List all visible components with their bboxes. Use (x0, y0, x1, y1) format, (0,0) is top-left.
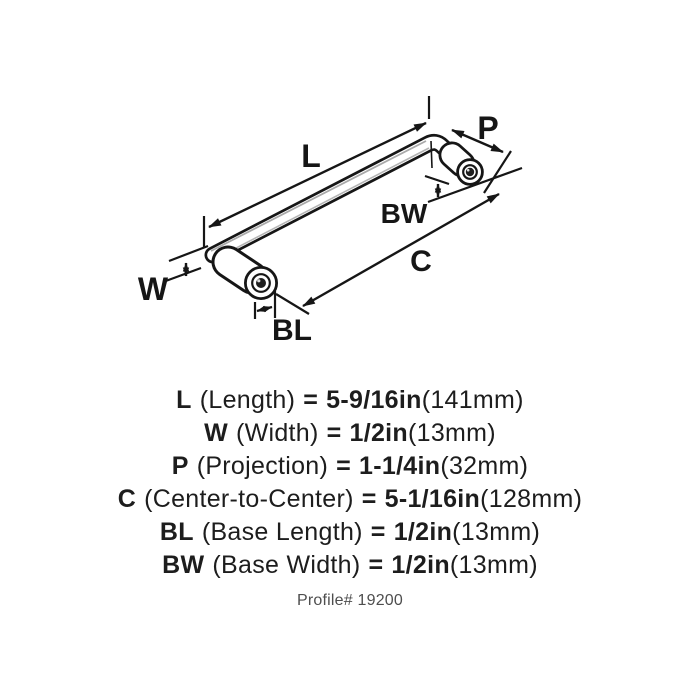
dim-W-ext-bottom (162, 266, 202, 284)
spec-symbol: BL (159, 518, 194, 546)
spec-value-group: 1/2in (13mm) (350, 417, 496, 450)
dim-BL-arrow (256, 305, 273, 313)
dim-P-ext (483, 150, 512, 194)
spec-equals: = (336, 452, 352, 480)
left-screw-hole (256, 278, 266, 288)
spec-metric-value: (32mm) (440, 452, 529, 480)
dim-center-to-center (275, 192, 500, 315)
spec-line: BL (Base Length) = 1/2in (13mm) (160, 516, 540, 549)
spec-metric-value: (13mm) (408, 419, 496, 447)
spec-line: C (Center-to-Center) = 5-1/16in (128mm) (118, 483, 583, 516)
left-post (211, 245, 278, 300)
dim-projection (451, 128, 512, 194)
spec-line: BW (Base Width) = 1/2in (13mm) (162, 549, 538, 582)
dim-base-length (253, 291, 277, 319)
left-screw-glint (257, 279, 261, 283)
pull-handle (204, 133, 484, 300)
spec-equals: = (370, 518, 386, 546)
spec-equals: = (326, 419, 342, 447)
spec-symbol: L (176, 386, 192, 414)
spec-imperial-value: 1/2in (391, 551, 450, 579)
spec-description: (Length) (199, 386, 296, 414)
dim-W-ext-top (168, 244, 209, 263)
spec-value-group: 5-9/16in (141mm) (326, 384, 524, 417)
spec-metric-value: (13mm) (449, 551, 538, 579)
spec-line: W (Width) = 1/2in (13mm) (204, 417, 496, 450)
spec-metric-value: (128mm) (480, 485, 583, 513)
spec-imperial-value: 1/2in (349, 419, 409, 447)
spec-symbol: P (171, 452, 189, 480)
spec-imperial-value: 5-9/16in (326, 386, 422, 414)
spec-symbol: BW (162, 551, 205, 579)
profile-number: Profile# 19200 (297, 592, 403, 609)
dim-L-line (208, 121, 427, 229)
spec-symbol: W (204, 419, 228, 447)
right-post (438, 141, 484, 186)
dim-BW-ext-top (424, 174, 450, 186)
spec-symbol: C (117, 485, 137, 513)
spec-metric-value: (141mm) (421, 386, 524, 414)
spec-description: (Center-to-Center) (144, 485, 354, 513)
dim-length (202, 96, 431, 247)
dim-C-line (302, 192, 500, 308)
spec-imperial-value: 5-1/16in (384, 485, 481, 513)
corner-crease (430, 140, 433, 169)
dimension-labels: L P BW C W BL (138, 110, 499, 347)
spec-metric-value: (13mm) (452, 518, 541, 546)
dim-P-line (451, 128, 504, 154)
spec-imperial-value: 1/2in (393, 518, 453, 546)
spec-description: (Width) (235, 419, 319, 447)
spec-description: (Base Width) (212, 551, 361, 579)
spec-description: (Projection) (196, 452, 329, 480)
spec-line: P (Projection) = 1-1/4in (32mm) (172, 450, 529, 483)
dimension-diagram: L P BW C W BL (138, 96, 523, 347)
spec-equals: = (361, 485, 377, 513)
spec-value-group: 1-1/4in (32mm) (359, 450, 528, 483)
label-center-to-center: C (410, 245, 432, 278)
label-base-width: BW (381, 198, 428, 229)
spec-equals: = (303, 386, 319, 414)
spec-value-group: 1/2in (13mm) (391, 549, 537, 582)
spec-description: (Base Length) (201, 518, 363, 546)
label-width: W (138, 271, 169, 307)
spec-value-group: 1/2in (13mm) (394, 516, 540, 549)
label-length: L (301, 138, 321, 174)
spec-imperial-value: 1-1/4in (359, 452, 441, 480)
dim-width (162, 244, 209, 284)
right-screw-hole (465, 167, 475, 177)
spec-line: L (Length) = 5-9/16in (141mm) (176, 384, 524, 417)
spec-value-group: 5-1/16in (128mm) (385, 483, 583, 516)
spec-list: L (Length) = 5-9/16in (141mm) W (Width) … (0, 384, 700, 611)
spec-equals: = (368, 551, 384, 579)
label-base-length: BL (272, 314, 312, 347)
label-projection: P (477, 110, 498, 146)
dimensions (162, 96, 523, 319)
right-screw-glint (466, 168, 470, 172)
dim-C-ext-left (275, 293, 310, 315)
